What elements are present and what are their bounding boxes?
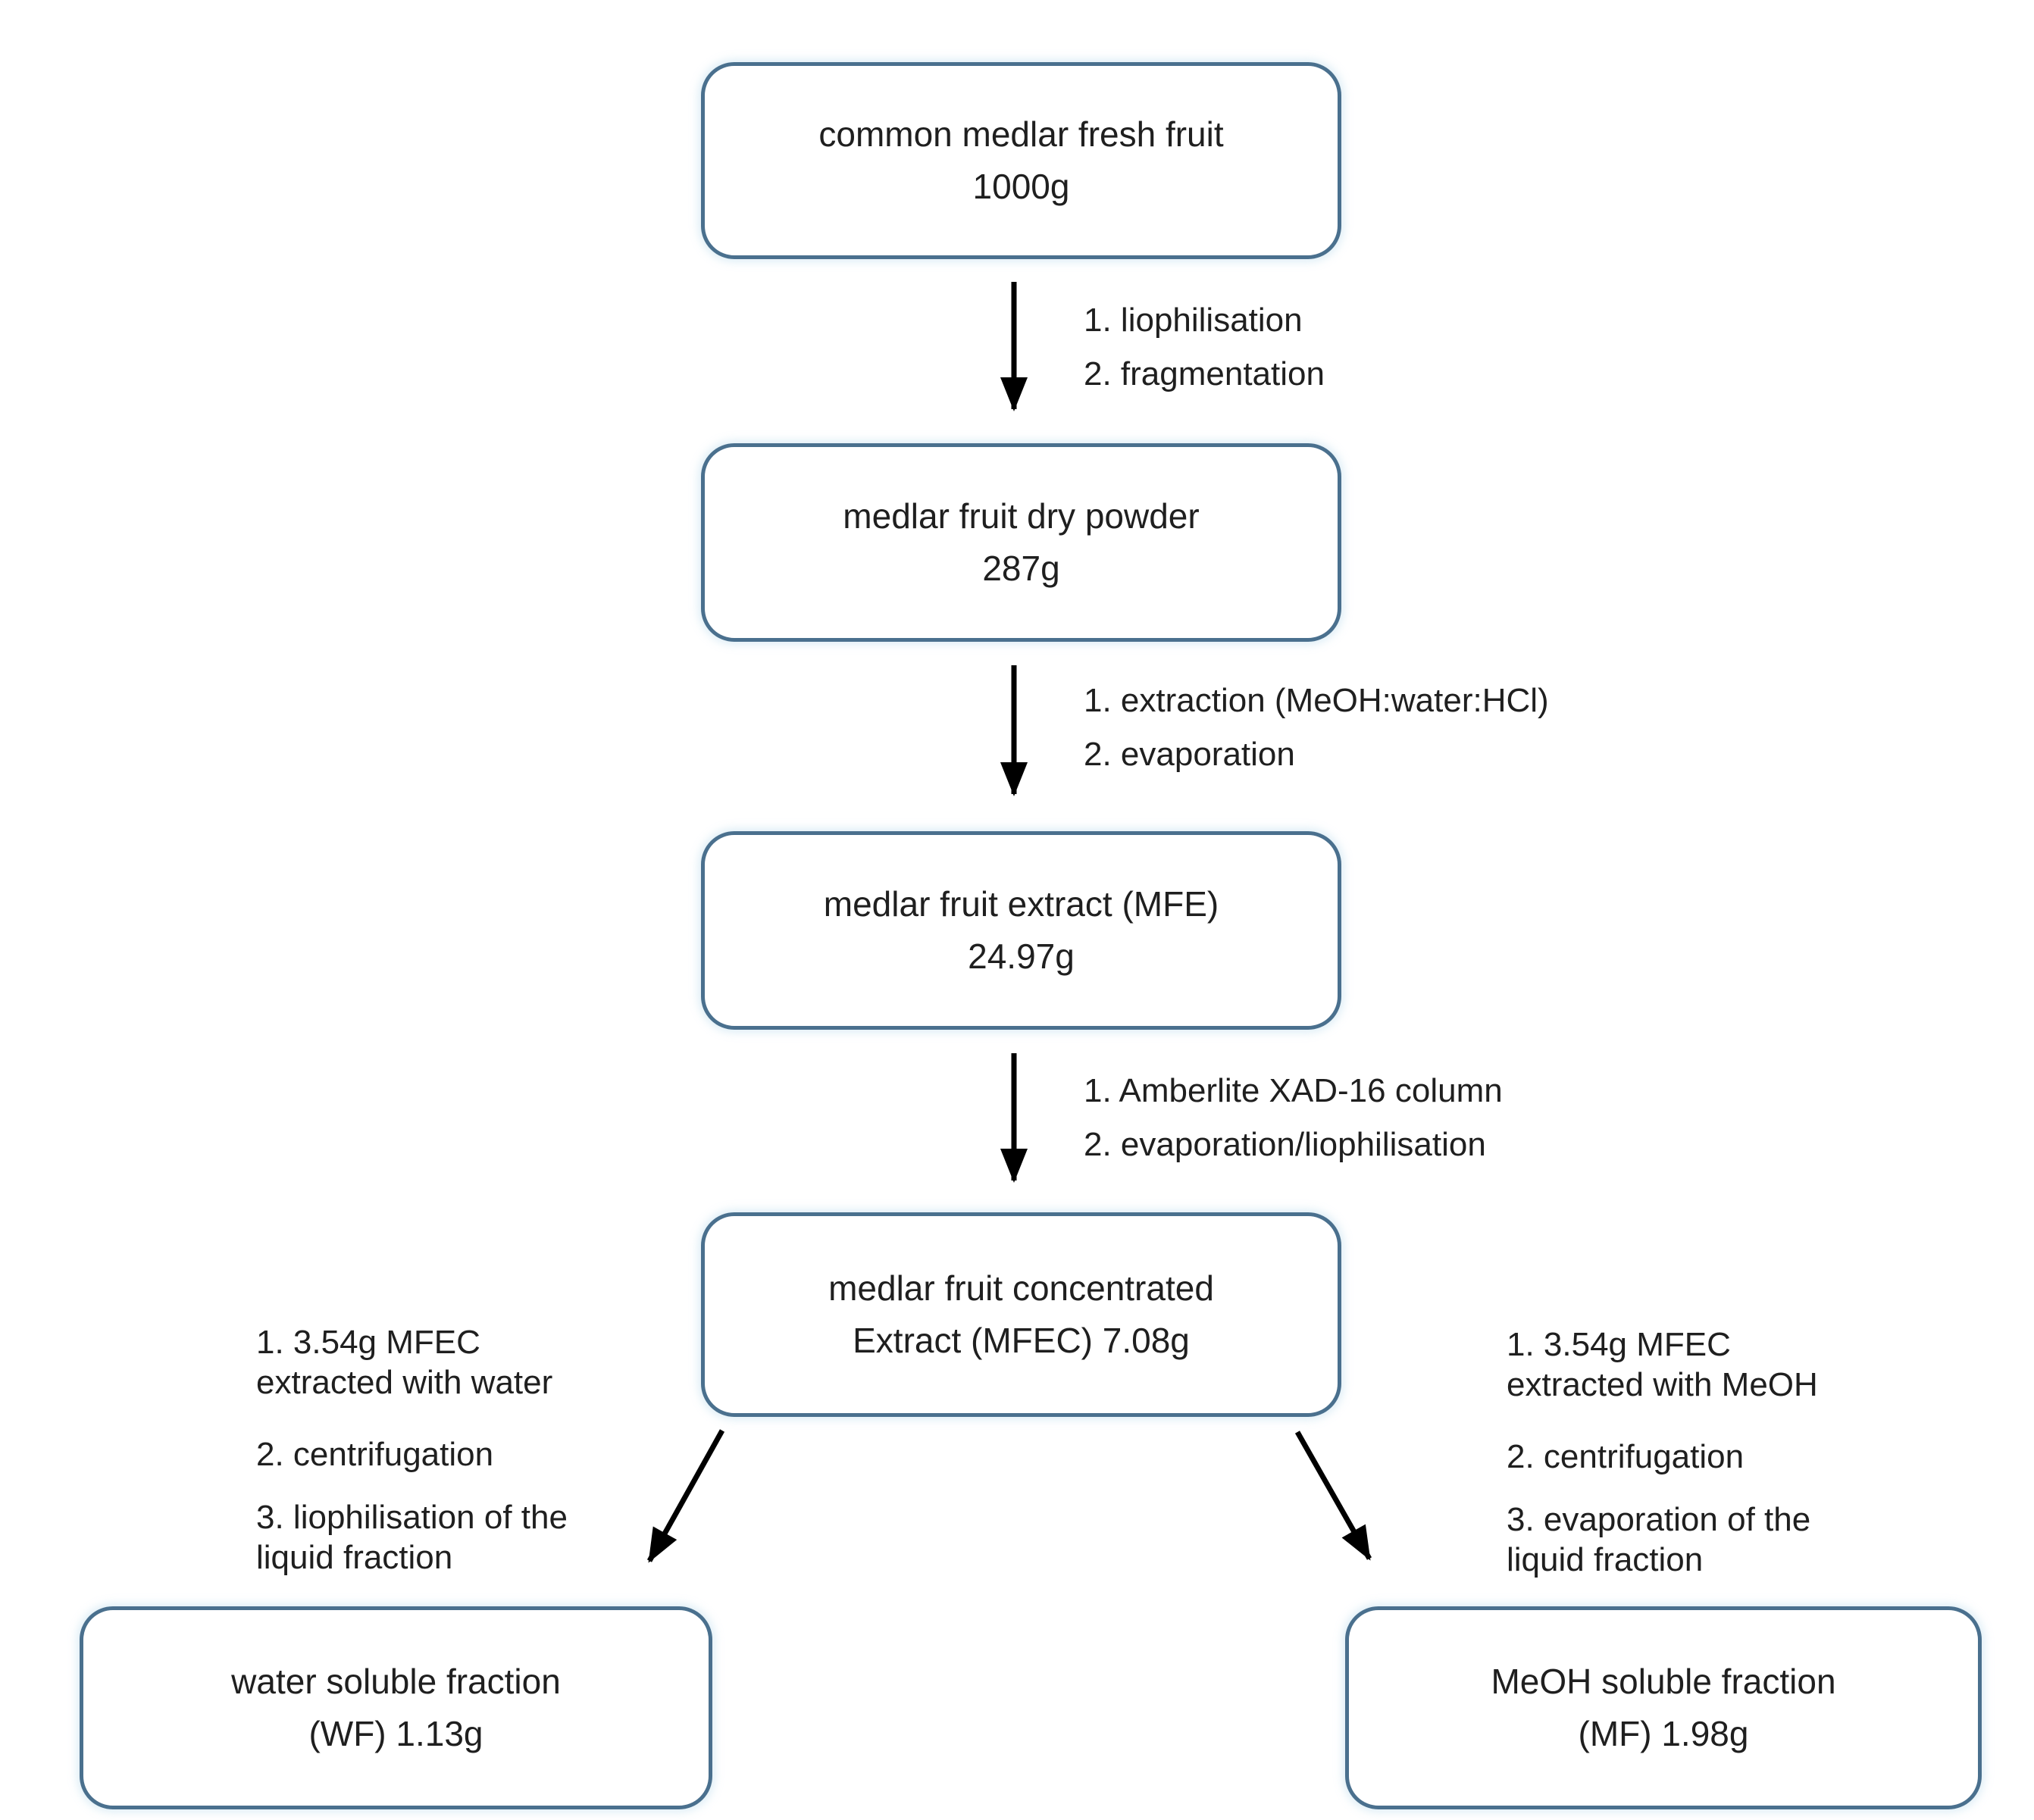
branch-step: 1. 3.54g MFEC extracted with MeOH xyxy=(1507,1324,1961,1405)
branch-step-line: extracted with MeOH xyxy=(1507,1366,1818,1403)
node-water-fraction: water soluble fraction (WF) 1.13g xyxy=(80,1606,712,1809)
branch-labels-water: 1. 3.54g MFEC extracted with water 2. ce… xyxy=(256,1322,711,1578)
node-mfe: medlar fruit extract (MFE) 24.97g xyxy=(701,831,1341,1030)
branch-step: 2. centrifugation xyxy=(256,1434,711,1474)
branch-step-line: extracted with water xyxy=(256,1364,553,1401)
node-mfec-mass: Extract (MFEC) 7.08g xyxy=(853,1321,1190,1360)
node-mfec-label: medlar fruit concentrated xyxy=(828,1268,1214,1308)
branch-step-line: liquid fraction xyxy=(1507,1541,1704,1578)
step-labels-column: 1. Amberlite XAD-16 column 2. evaporatio… xyxy=(1084,1071,1503,1178)
arrow-mfec-to-wf xyxy=(646,1429,725,1563)
node-fresh-fruit-mass: 1000g xyxy=(972,167,1070,206)
branch-step-line: liquid fraction xyxy=(256,1539,453,1576)
node-mfe-mass: 24.97g xyxy=(968,937,1075,976)
arrow-mfec-to-mf xyxy=(1294,1431,1372,1561)
node-water-fraction-mass: (WF) 1.13g xyxy=(308,1714,483,1753)
node-water-fraction-label: water soluble fraction xyxy=(231,1662,561,1701)
branch-step-line: 3. evaporation of the xyxy=(1507,1501,1811,1538)
node-meoh-fraction-mass: (MF) 1.98g xyxy=(1578,1714,1749,1753)
step-label: 2. evaporation xyxy=(1084,736,1295,773)
node-mfe-label: medlar fruit extract (MFE) xyxy=(823,884,1219,924)
step-label: 1. Amberlite XAD-16 column xyxy=(1084,1072,1503,1109)
node-meoh-fraction: MeOH soluble fraction (MF) 1.98g xyxy=(1345,1606,1982,1809)
branch-step: 3. liophilisation of the liquid fraction xyxy=(256,1497,711,1578)
step-label: 1. liophilisation xyxy=(1084,302,1303,339)
node-dry-powder-label: medlar fruit dry powder xyxy=(843,496,1200,536)
node-dry-powder-mass: 287g xyxy=(982,549,1060,588)
branch-step: 2. centrifugation xyxy=(1507,1437,1961,1477)
branch-step-line: 3. liophilisation of the xyxy=(256,1499,568,1536)
branch-step-line: 1. 3.54g MFEC xyxy=(256,1324,480,1361)
branch-step-line: 2. centrifugation xyxy=(256,1436,494,1473)
node-dry-powder: medlar fruit dry powder 287g xyxy=(701,443,1341,642)
step-labels-liophilisation: 1. liophilisation 2. fragmentation xyxy=(1084,300,1325,408)
node-fresh-fruit-label: common medlar fresh fruit xyxy=(818,114,1224,154)
step-label: 2. evaporation/liophilisation xyxy=(1084,1126,1486,1163)
step-label: 1. extraction (MeOH:water:HCl) xyxy=(1084,682,1549,719)
node-fresh-fruit: common medlar fresh fruit 1000g xyxy=(701,62,1341,259)
branch-labels-meoh: 1. 3.54g MFEC extracted with MeOH 2. cen… xyxy=(1507,1324,1961,1580)
branch-step: 3. evaporation of the liquid fraction xyxy=(1507,1499,1961,1580)
node-mfec: medlar fruit concentrated Extract (MFEC)… xyxy=(701,1212,1341,1417)
branch-step-line: 2. centrifugation xyxy=(1507,1438,1745,1475)
node-meoh-fraction-label: MeOH soluble fraction xyxy=(1491,1662,1836,1701)
step-label: 2. fragmentation xyxy=(1084,355,1325,392)
branch-step: 1. 3.54g MFEC extracted with water xyxy=(256,1322,711,1403)
step-labels-extraction: 1. extraction (MeOH:water:HCl) 2. evapor… xyxy=(1084,680,1549,788)
branch-step-line: 1. 3.54g MFEC xyxy=(1507,1326,1731,1363)
